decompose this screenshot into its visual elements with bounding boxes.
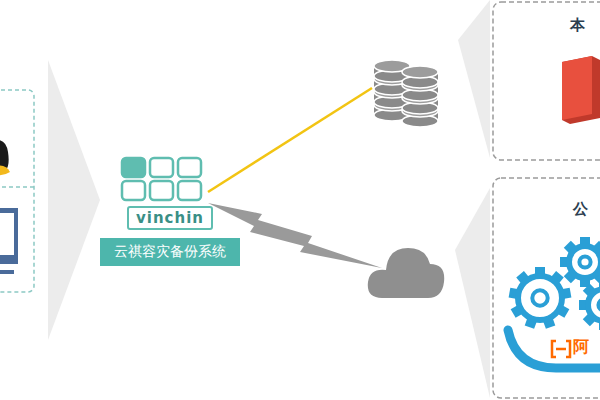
local-box: 本	[493, 2, 600, 160]
aliyun-logo	[552, 341, 570, 357]
flow-chevron	[48, 60, 100, 340]
gear-hub	[579, 256, 590, 267]
logo-cell	[178, 158, 201, 177]
monitor-icon	[0, 208, 18, 264]
storage-box	[562, 56, 600, 124]
system-node: vinchin 云祺容灾备份系统	[100, 206, 240, 266]
cloud-icon	[368, 248, 444, 298]
penguin-icon	[0, 140, 9, 170]
panel-divider	[0, 186, 34, 188]
cloud-swoosh	[508, 330, 600, 368]
gear	[518, 276, 562, 320]
storage-link	[208, 88, 372, 192]
gear	[588, 289, 600, 321]
flow-chevron	[458, 0, 490, 158]
local-panel	[493, 2, 600, 160]
box-heading: 公	[573, 200, 588, 219]
logo-cell	[150, 158, 173, 177]
vinchin-logo	[122, 158, 201, 200]
flow-chevron	[455, 188, 490, 398]
logo-cell	[150, 181, 173, 200]
cloud-box: 公	[493, 178, 600, 398]
monitor-base	[0, 270, 14, 274]
logo-text: vinchin	[127, 206, 213, 230]
gear-icon	[509, 237, 600, 330]
monitor-screen	[0, 213, 14, 255]
penguin-foot	[0, 166, 10, 176]
storage-box-face	[562, 56, 592, 120]
gear-hub	[532, 290, 547, 305]
gear-hub	[598, 299, 600, 310]
coin	[402, 66, 438, 78]
aliyun-text: 阿	[573, 337, 589, 358]
logo-cell	[178, 181, 201, 200]
logo-cell	[122, 158, 145, 177]
cloud-panel	[493, 178, 600, 398]
database-icon	[374, 60, 438, 127]
source-panel	[0, 90, 34, 292]
logo-cell	[122, 181, 145, 200]
gear	[569, 246, 600, 278]
system-label: 云祺容灾备份系统	[100, 238, 240, 266]
box-heading: 本	[570, 16, 585, 35]
